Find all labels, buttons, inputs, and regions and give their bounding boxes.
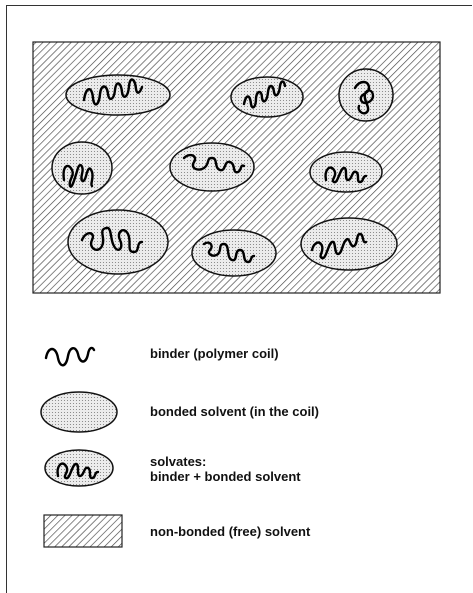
legend-label-solvates: solvates: bbox=[150, 454, 206, 469]
legend-label-solvates-detail: binder + bonded solvent bbox=[150, 469, 301, 484]
solvate-7 bbox=[68, 210, 168, 274]
legend-label-bonded-solvent: bonded solvent (in the coil) bbox=[150, 404, 319, 419]
solvate-1 bbox=[66, 75, 170, 115]
free-solvent-icon bbox=[44, 515, 122, 547]
solvate-8 bbox=[192, 230, 276, 276]
solvate-4 bbox=[52, 142, 112, 194]
solvate-5 bbox=[170, 143, 254, 191]
solvate-3 bbox=[339, 69, 393, 121]
solvate-9 bbox=[301, 218, 397, 270]
solvate-icon bbox=[45, 450, 113, 486]
solvate-2 bbox=[231, 77, 303, 117]
legend-label-binder: binder (polymer coil) bbox=[150, 346, 279, 361]
bonded-solvent-icon bbox=[41, 392, 117, 432]
legend-label-free-solvent: non-bonded (free) solvent bbox=[150, 524, 310, 539]
solvate-6 bbox=[310, 152, 382, 192]
binder-coil-icon bbox=[46, 348, 94, 365]
